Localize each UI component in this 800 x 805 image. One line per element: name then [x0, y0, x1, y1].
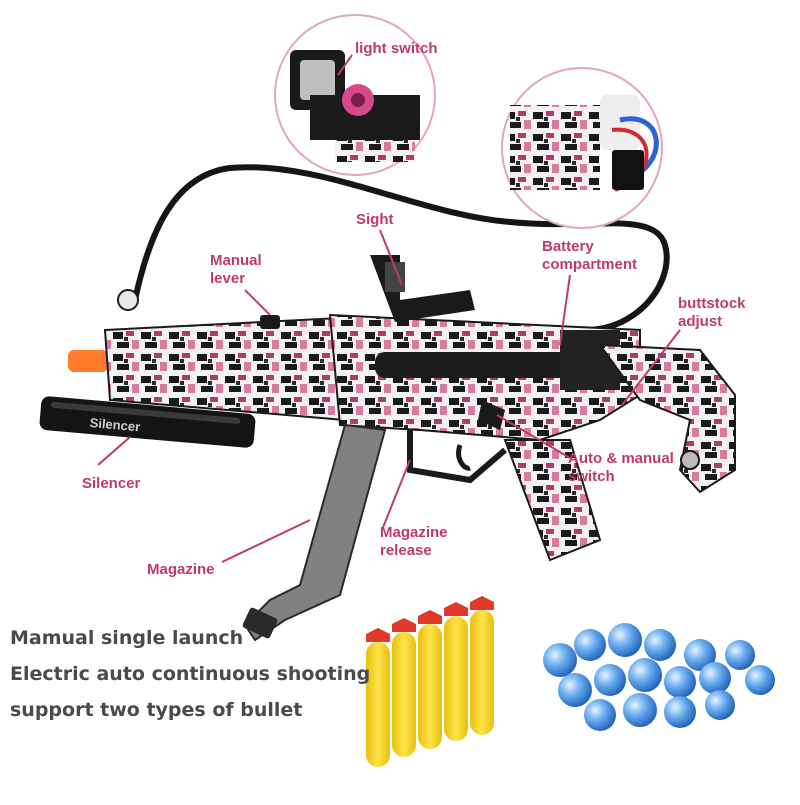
transparent-magazine [243, 423, 387, 642]
battery-label-line1: Battery [542, 238, 594, 255]
pistol-grip [503, 439, 602, 562]
manual-lever-knob [260, 315, 280, 329]
buttstock-label-line1: buttstock [678, 295, 746, 312]
gel-beads [543, 623, 775, 731]
buttstock [597, 343, 736, 494]
magazine-release-label-line2: release [380, 542, 432, 559]
magazine-label: Magazine [147, 561, 215, 578]
feature-line-1: Mamual single launch [10, 627, 244, 649]
feature-line-2: Electric auto continuous shooting [10, 663, 371, 685]
sight-label: Sight [356, 211, 394, 228]
manual-lever-label-line1: Manual [210, 252, 262, 269]
silencer: Silencer [39, 396, 256, 448]
battery-inset [501, 67, 663, 229]
auto-switch-label-line1: Auto & manual [568, 450, 674, 467]
buttstock-label-line2: adjust [678, 313, 723, 330]
feature-line-3: support two types of bullet [10, 699, 303, 721]
orange-muzzle-tip [68, 350, 108, 372]
battery-label-line2: compartment [542, 256, 638, 273]
leader-lines [97, 54, 681, 563]
manual-lever-label-line2: lever [210, 270, 246, 287]
sling-strap [132, 164, 670, 333]
magazine-release-label-line1: Magazine [380, 524, 448, 541]
auto-switch-label-line2: switch [568, 468, 615, 485]
gun-body [68, 255, 736, 642]
light-switch-inset [274, 14, 436, 176]
auto-manual-switch [478, 400, 505, 430]
foam-darts [366, 596, 494, 767]
light-switch-label: light switch [355, 40, 438, 57]
silencer-label: Silencer [82, 475, 141, 492]
silencer-print: Silencer [89, 415, 141, 434]
